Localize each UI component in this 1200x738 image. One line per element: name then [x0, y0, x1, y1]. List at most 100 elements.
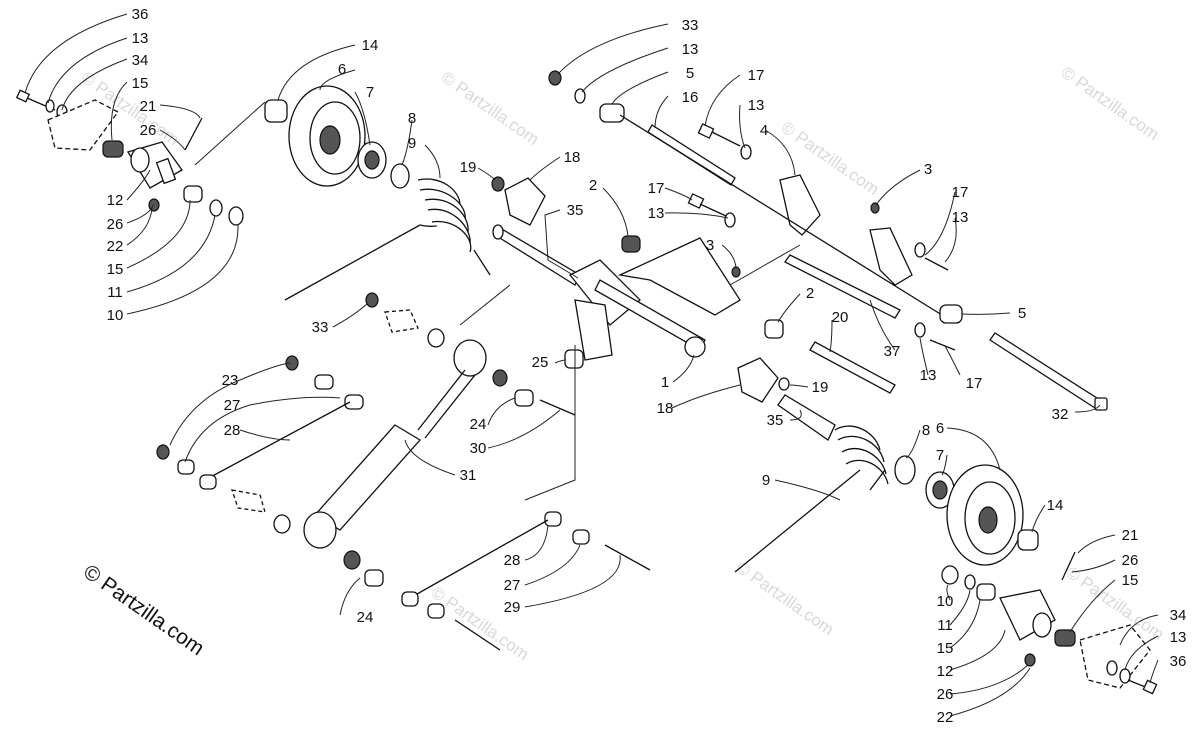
washer-icon: [778, 377, 790, 391]
nut-icon: [427, 328, 445, 348]
nut-icon: [228, 206, 244, 226]
nut-icon: [1024, 653, 1036, 667]
callout-26: 26: [937, 686, 954, 703]
callout-15: 15: [107, 261, 124, 278]
nut-icon: [731, 266, 741, 278]
axle-clamp-icon: [127, 141, 183, 189]
callout-37: 37: [884, 343, 901, 360]
callout-19: 19: [460, 159, 477, 176]
bushing-icon: [572, 529, 590, 545]
callout-12: 12: [937, 663, 954, 680]
bushing-icon: [314, 374, 334, 390]
callout-4: 4: [760, 122, 768, 139]
idler-wheel-icon: [288, 85, 366, 187]
link-rod-icon: [204, 401, 351, 481]
callout-8: 8: [922, 422, 930, 439]
idler-wheel-icon: [946, 464, 1024, 566]
bushing-icon: [427, 603, 445, 619]
nut-icon: [941, 565, 959, 585]
bushing-icon: [939, 304, 963, 324]
bolt-icon: [924, 257, 949, 271]
callout-1: 1: [661, 374, 669, 391]
callout-30: 30: [470, 440, 487, 457]
callout-24: 24: [470, 416, 487, 433]
washer-icon: [45, 99, 55, 113]
cross-shaft-icon: [619, 114, 951, 321]
nut-icon: [548, 70, 562, 86]
callout-17: 17: [966, 375, 983, 392]
callout-27: 27: [504, 577, 521, 594]
callout-9: 9: [408, 135, 416, 152]
watermark: © Partzilla.com: [1058, 63, 1163, 144]
bushing-icon: [564, 349, 584, 369]
callout-17: 17: [952, 184, 969, 201]
bushing-icon: [599, 103, 625, 123]
bushing-icon: [621, 235, 641, 253]
nut-icon: [343, 550, 361, 570]
callout-34: 34: [1170, 607, 1187, 624]
callout-6: 6: [936, 420, 944, 437]
bushing-icon: [401, 591, 419, 607]
slide-plate-icon: [47, 99, 119, 151]
callout-28: 28: [504, 552, 521, 569]
bushing-icon: [514, 389, 534, 407]
bolt-icon: [454, 619, 501, 651]
callout-13: 13: [1170, 629, 1187, 646]
partzilla-credit: © Partzilla.com: [79, 560, 208, 660]
watermark: © Partzilla.com: [428, 583, 533, 664]
watermark: © Partzilla.com: [733, 558, 838, 639]
callout-26: 26: [107, 216, 124, 233]
callout-21: 21: [1122, 527, 1139, 544]
washer-icon: [914, 242, 926, 258]
shock-absorber-icon: [303, 339, 487, 549]
washer-icon: [964, 574, 976, 590]
snap-ring-icon: [894, 455, 916, 485]
nut-icon: [156, 444, 170, 460]
bolt-icon: [687, 193, 727, 217]
callout-22: 22: [937, 709, 954, 726]
callout-5: 5: [1018, 305, 1026, 322]
torsion-spring-icon: [734, 425, 889, 573]
callout-11: 11: [107, 284, 123, 301]
callout-25: 25: [532, 354, 549, 371]
parts-layer: [15, 70, 1158, 695]
link-rod-icon: [409, 519, 549, 599]
callout-labels: 36 13 34 15 21 26 12 26 22 15 11 10 14 6…: [107, 6, 1187, 726]
callout-35: 35: [567, 202, 584, 219]
bushing-icon: [976, 583, 996, 601]
callout-13: 13: [682, 41, 699, 58]
spacer-tube-icon: [809, 341, 896, 394]
bearing-icon: [925, 471, 955, 509]
callout-22: 22: [107, 238, 124, 255]
callout-15: 15: [1122, 572, 1139, 589]
callout-21: 21: [140, 98, 157, 115]
callout-15: 15: [132, 75, 149, 92]
callout-13: 13: [952, 209, 969, 226]
cap-screw-icon: [184, 117, 203, 151]
nut-icon: [365, 292, 379, 308]
bracket-icon: [869, 227, 913, 286]
leader-lines: [24, 13, 1159, 717]
bushing-icon: [183, 185, 203, 203]
nut-icon: [285, 355, 299, 371]
bolt-icon: [539, 399, 576, 416]
long-bolt-icon: [989, 332, 1101, 409]
bolt-icon: [929, 339, 956, 351]
callout-11: 11: [937, 617, 953, 634]
callout-13: 13: [748, 97, 765, 114]
washer-icon: [1106, 660, 1118, 676]
bushing-icon: [199, 474, 217, 490]
bolt-icon: [697, 123, 741, 147]
snap-ring-icon: [390, 163, 410, 189]
callout-3: 3: [706, 237, 714, 254]
callout-23: 23: [222, 372, 239, 389]
bushing-icon: [364, 569, 384, 587]
callout-3: 3: [924, 161, 932, 178]
callout-10: 10: [107, 307, 124, 324]
bushing-icon: [102, 140, 124, 158]
bushing-icon: [544, 511, 562, 527]
spring-block-icon: [737, 357, 779, 403]
callout-32: 32: [1052, 406, 1069, 423]
callout-26: 26: [140, 122, 157, 139]
bolt-icon: [1127, 679, 1158, 695]
